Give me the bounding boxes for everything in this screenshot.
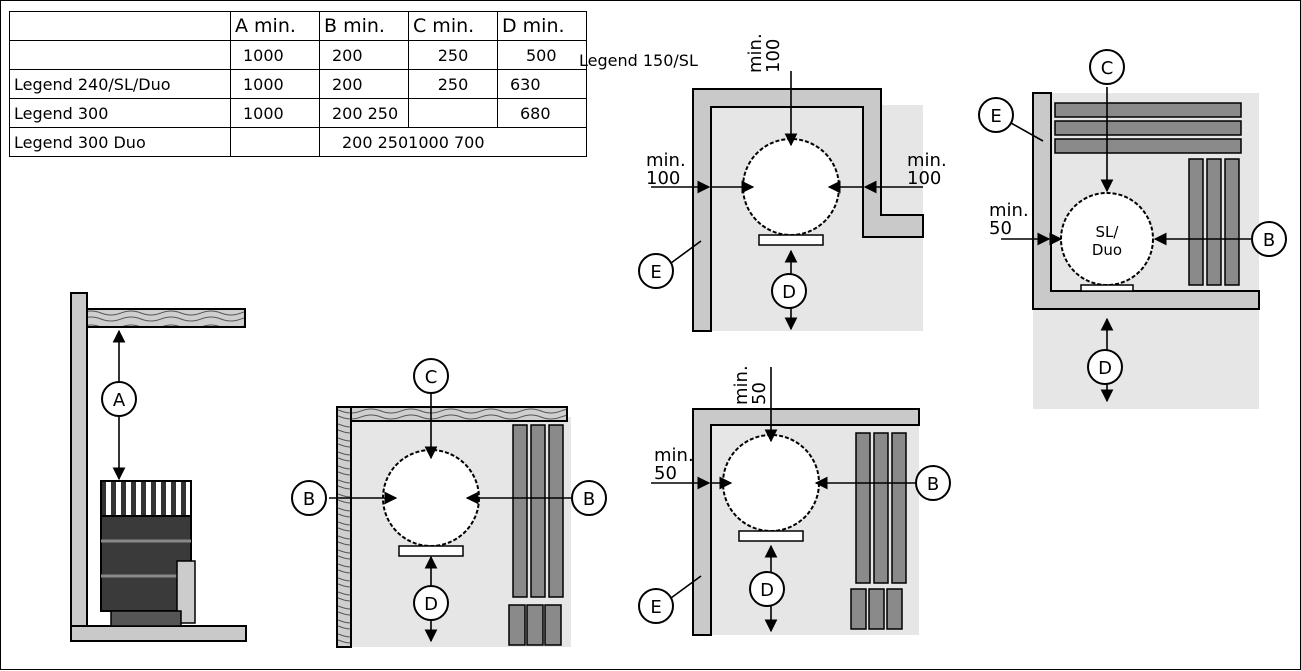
table-row: Legend 240/SL/Duo 1000 200 250 630 <box>9 69 587 99</box>
cell-model: Legend 300 Duo <box>9 127 231 157</box>
plan-diagram-1: C B B D <box>291 358 607 648</box>
cell-b: 200 2501000 700 <box>319 127 587 157</box>
sl-duo-label: SL/ <box>1096 223 1120 241</box>
cell-model: Legend 240/SL/Duo <box>9 69 231 99</box>
floor <box>70 625 247 642</box>
cell-d: 500 <box>497 40 587 70</box>
dim-value: 50 <box>654 463 677 484</box>
cell-c <box>408 98 498 128</box>
plan-diagram-2: min. 100 min. 100 min. 100 E D <box>638 33 947 332</box>
cell-b: 200 250 <box>319 98 409 128</box>
header-d: D min. <box>497 11 587 41</box>
label-d: D <box>1098 358 1112 379</box>
heater-icon <box>100 480 196 627</box>
side-view-diagram: A <box>70 292 247 642</box>
dim-value: 100 <box>763 39 784 73</box>
table-row: 1000 200 250 500 <box>9 40 587 70</box>
cell-d: 680 <box>497 98 587 128</box>
dim-value: 50 <box>989 218 1012 239</box>
heater-plan-icon <box>742 138 840 236</box>
label-d: D <box>424 594 438 615</box>
label-b: B <box>927 474 939 495</box>
clearance-table: A min. B min. C min. D min. 1000 200 250… <box>9 11 587 157</box>
sl-duo-label: Duo <box>1092 241 1122 259</box>
ceiling <box>86 308 246 328</box>
label-e: E <box>650 597 661 618</box>
label-c: C <box>425 367 438 388</box>
heater-plan-icon <box>722 434 820 532</box>
dim-min-label: min. <box>989 200 1029 221</box>
cell-a: 1000 <box>230 69 320 99</box>
dim-min-label: min. <box>646 150 686 171</box>
dim-min-label: min. <box>907 150 947 171</box>
dim-min-label: min. <box>745 33 766 73</box>
label-a-circle <box>101 381 137 417</box>
header-c: C min. <box>408 11 498 41</box>
plan-diagram-3: min. 50 min. 50 B E D <box>638 365 951 636</box>
heater-plan-icon <box>382 449 480 547</box>
table-row: Legend 300 Duo 200 2501000 700 <box>9 127 587 157</box>
label-b: B <box>583 489 595 510</box>
dim-min-label: min. <box>731 365 752 405</box>
cell-b: 200 <box>319 69 409 99</box>
label-c: C <box>1101 58 1114 79</box>
label-e: E <box>990 106 1001 127</box>
label-b: B <box>303 489 315 510</box>
label-e: E <box>650 262 661 283</box>
dim-min-label: min. <box>654 445 694 466</box>
dim-value: 100 <box>646 168 680 189</box>
cell-a <box>230 127 320 157</box>
label-d: D <box>782 282 796 303</box>
label-d: D <box>760 580 774 601</box>
cell-c: 250 <box>408 40 498 70</box>
cell-d: 630 <box>497 69 587 99</box>
side-wall <box>70 292 88 642</box>
label-a: A <box>113 390 126 411</box>
dim-value: 100 <box>907 168 941 189</box>
label-b: B <box>1263 230 1275 251</box>
dim-value: 50 <box>749 382 770 405</box>
cell-c: 250 <box>408 69 498 99</box>
plan-diagram-4: SL/ Duo min. 50 C B E D <box>978 49 1287 409</box>
orphan-model-label: Legend 150/SL <box>579 51 698 70</box>
